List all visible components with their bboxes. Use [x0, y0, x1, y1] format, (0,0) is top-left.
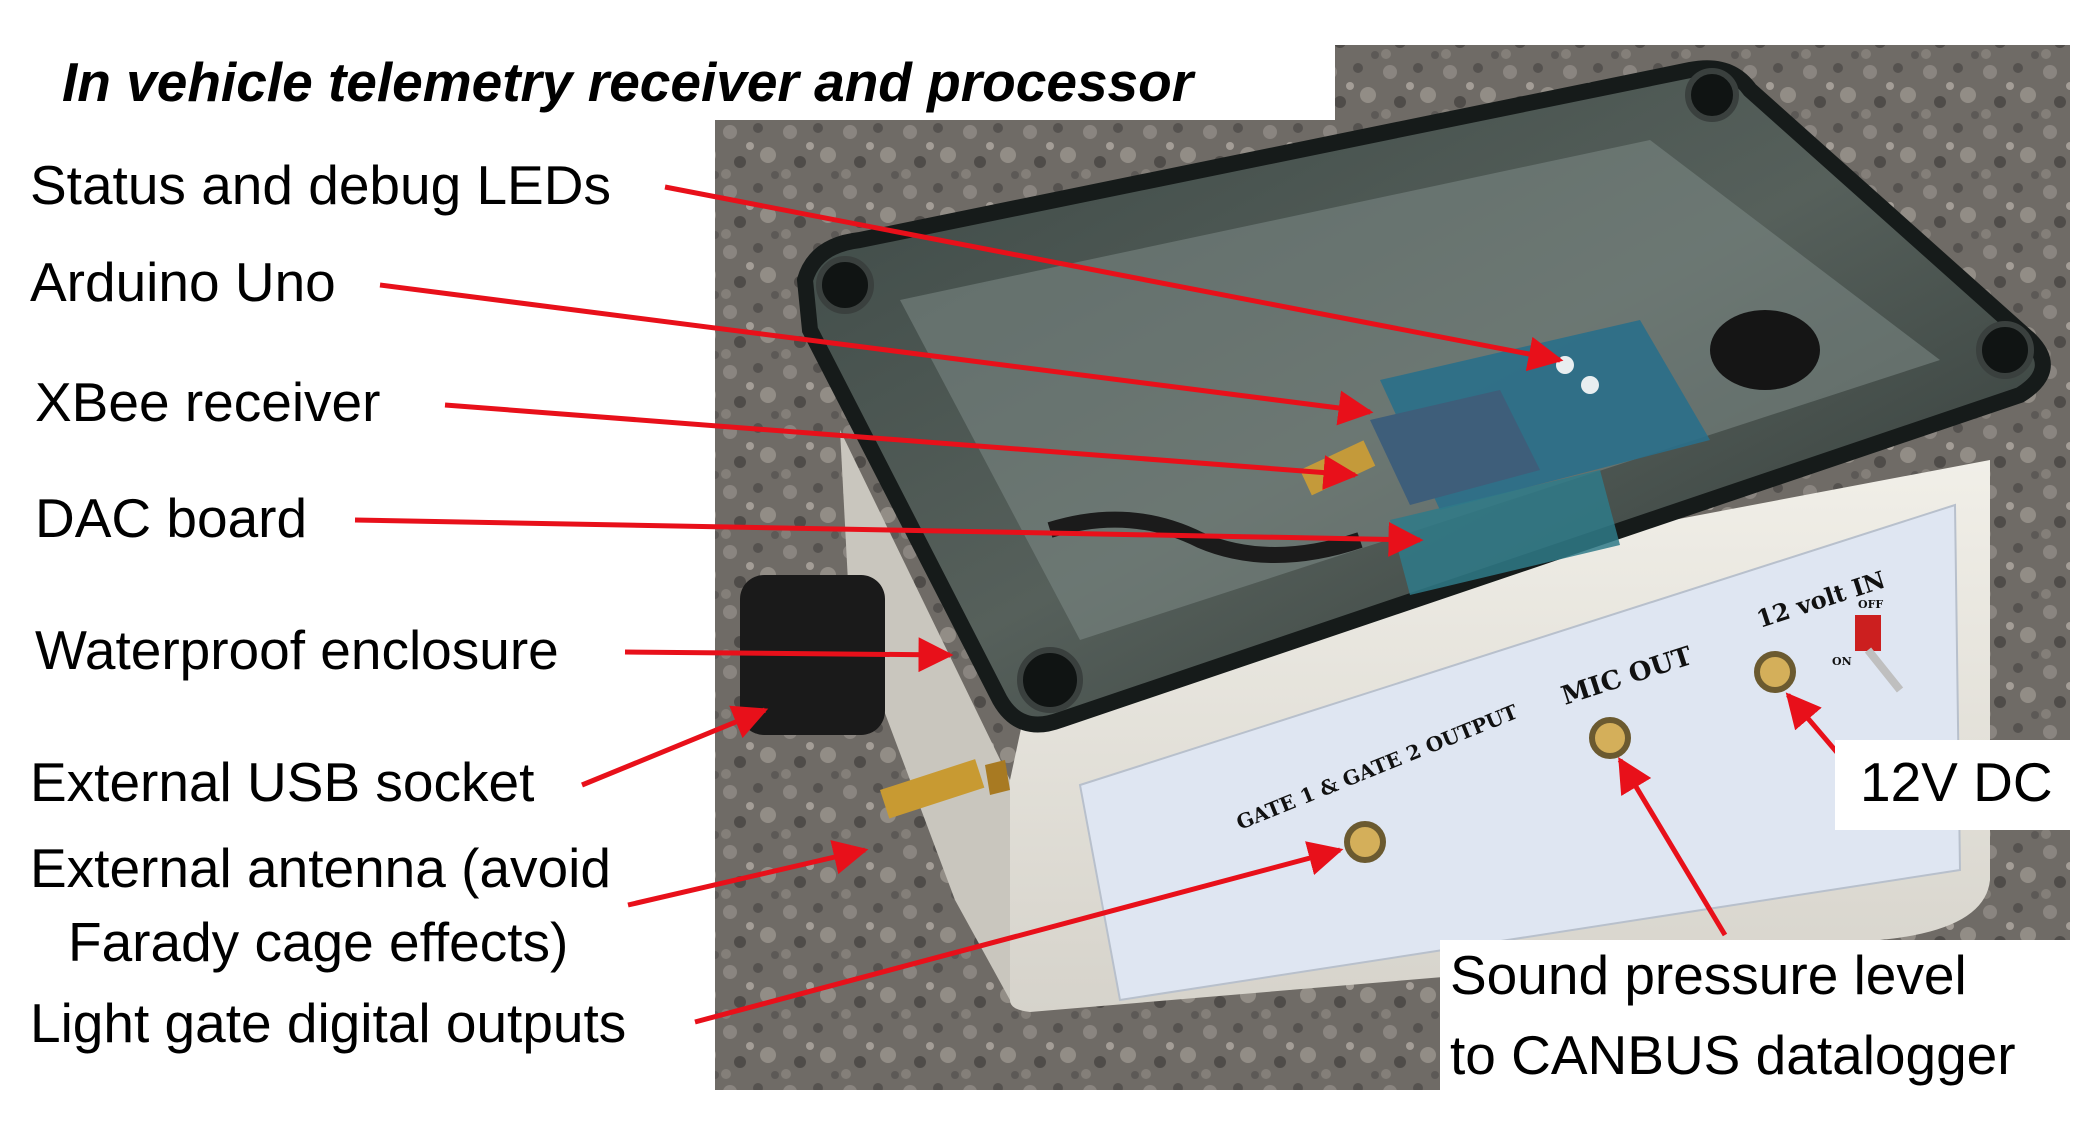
arrow-enclosure [624, 637, 954, 673]
arrow-dac [354, 517, 1424, 557]
front-label-panel [1078, 503, 1962, 1002]
dac-board [1390, 470, 1620, 595]
arrow-status-leds [664, 184, 1564, 372]
label-antenna-line1: External antenna (avoid [30, 837, 611, 899]
external-antenna-connector [880, 759, 1010, 819]
gate-output-socket [1344, 821, 1386, 863]
dc-label-backdrop [1835, 740, 2080, 830]
spl-label-backdrop [1440, 940, 2080, 1100]
status-leds-2 [1581, 376, 1599, 394]
enclosure-left-side [840, 430, 1010, 1000]
label-enclosure: Waterproof enclosure [35, 619, 559, 681]
label-xbee: XBee receiver [35, 371, 381, 433]
arrow-light-gate [694, 841, 1344, 1025]
battery [1710, 310, 1820, 390]
arrow-spl [1617, 756, 1728, 937]
arrow-antenna [627, 840, 869, 908]
lid-screw-tl [816, 256, 874, 314]
label-light-gate: Light gate digital outputs [30, 992, 627, 1054]
xbee-module [1370, 390, 1540, 505]
panel-on-text: ON [1832, 655, 1852, 668]
arrow-arduino [379, 282, 1374, 426]
label-status-leds: Status and debug LEDs [30, 154, 611, 216]
label-usb: External USB socket [30, 751, 535, 813]
callout-arrows [354, 184, 1854, 1025]
lid-screw-br [1976, 321, 2034, 379]
usb-cable [1047, 511, 1363, 563]
figure-title: In vehicle telemetry receiver and proces… [62, 51, 1194, 113]
label-dac: DAC board [35, 487, 308, 549]
power-switch-lever [1864, 647, 1904, 693]
title-backdrop [40, 45, 1335, 120]
panel-off-text: OFF [1858, 598, 1883, 611]
label-spl-line2: to CANBUS datalogger [1450, 1024, 2016, 1086]
label-arduino: Arduino Uno [30, 251, 336, 313]
label-spl-line1: Sound pressure level [1450, 944, 1967, 1006]
label-12v-dc: 12V DC [1860, 751, 2053, 813]
arrow-usb [581, 705, 769, 788]
dc-in-socket [1754, 651, 1796, 693]
lid-screw-bl [1017, 647, 1083, 713]
arrow-xbee [444, 402, 1359, 491]
label-antenna-line2: Farady cage effects) [68, 911, 569, 973]
mic-out-socket [1589, 717, 1631, 759]
lid-screw-tr [1685, 68, 1739, 122]
power-switch [1855, 615, 1881, 651]
